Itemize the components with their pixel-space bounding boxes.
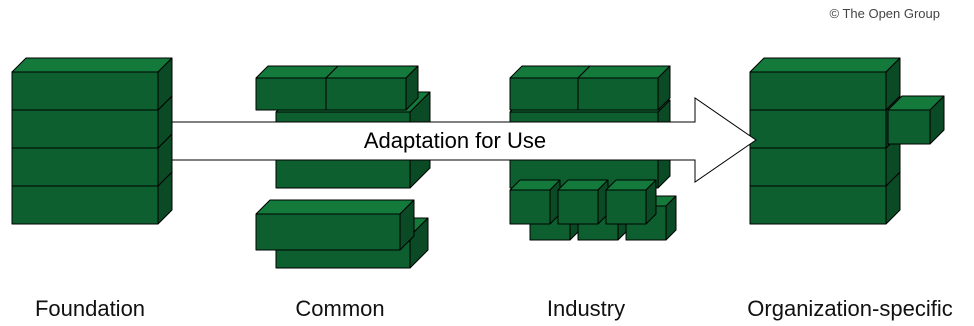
common-block [325,65,419,111]
adaptation-arrow: Adaptation for Use [171,97,757,183]
arrow-shape [171,97,757,183]
copyright-notice: © The Open Group [829,6,940,21]
stage-label-foundation: Foundation [34,296,146,321]
common-block [255,199,415,251]
stage-label-common: Common [295,296,385,321]
organization-block [749,57,901,111]
stage-label-industry: Industry [546,296,626,321]
organization-extra-block [887,95,945,145]
block-stacks [11,57,901,269]
stage-label-organization-specific: Organization-specific [747,296,953,321]
industry-block [577,65,671,111]
arrow-label: Adaptation for Use [364,128,546,153]
foundation-block [11,57,173,111]
industry-small-block [557,179,609,225]
front-blocks [887,95,945,145]
industry-small-block [605,179,657,225]
industry-small-block [509,179,561,225]
